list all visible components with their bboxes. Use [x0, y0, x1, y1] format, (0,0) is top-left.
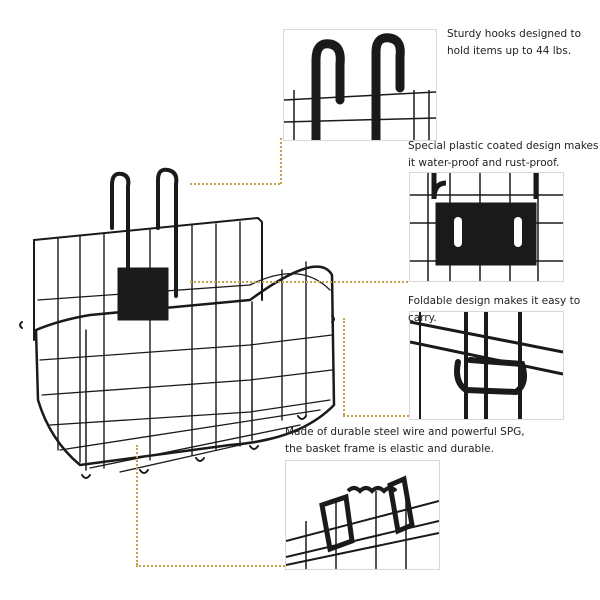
caption-hooks: Sturdy hooks designed to hold items up t… — [447, 26, 581, 60]
caption-steel-line2: the basket frame is elastic and durable. — [285, 443, 494, 455]
caption-hooks-line2: hold items up to 44 lbs. — [447, 45, 572, 57]
joint-icon — [410, 312, 563, 419]
hooks-icon — [284, 33, 436, 140]
spring-icon — [286, 475, 439, 569]
leader-spring-h — [136, 565, 285, 567]
caption-coating: Special plastic coated design makes it w… — [408, 138, 598, 172]
leader-hooks-h — [190, 183, 280, 185]
caption-foldable-line1: Foldable design makes it easy to carry. — [408, 295, 581, 324]
leader-joint-v — [343, 318, 345, 415]
leader-hooks-v — [280, 138, 282, 184]
caption-steel: Made of durable steel wire and powerful … — [285, 424, 525, 458]
leader-joint-h — [343, 415, 409, 417]
inset-hooks — [283, 29, 437, 141]
caption-hooks-line1: Sturdy hooks designed to — [447, 28, 582, 40]
caption-steel-line1: Made of durable steel wire and powerful … — [285, 426, 525, 438]
inset-spring — [285, 460, 440, 570]
leader-spring-v — [136, 445, 138, 565]
leader-plate — [190, 281, 408, 283]
inset-coated-plate — [409, 172, 564, 282]
plate-icon — [410, 173, 563, 281]
caption-coating-line2: it water-proof and rust-proof. — [408, 157, 560, 169]
caption-foldable: Foldable design makes it easy to carry. — [408, 293, 600, 327]
inset-fold-joint — [409, 311, 564, 420]
caption-coating-line1: Special plastic coated design makes — [408, 140, 599, 152]
